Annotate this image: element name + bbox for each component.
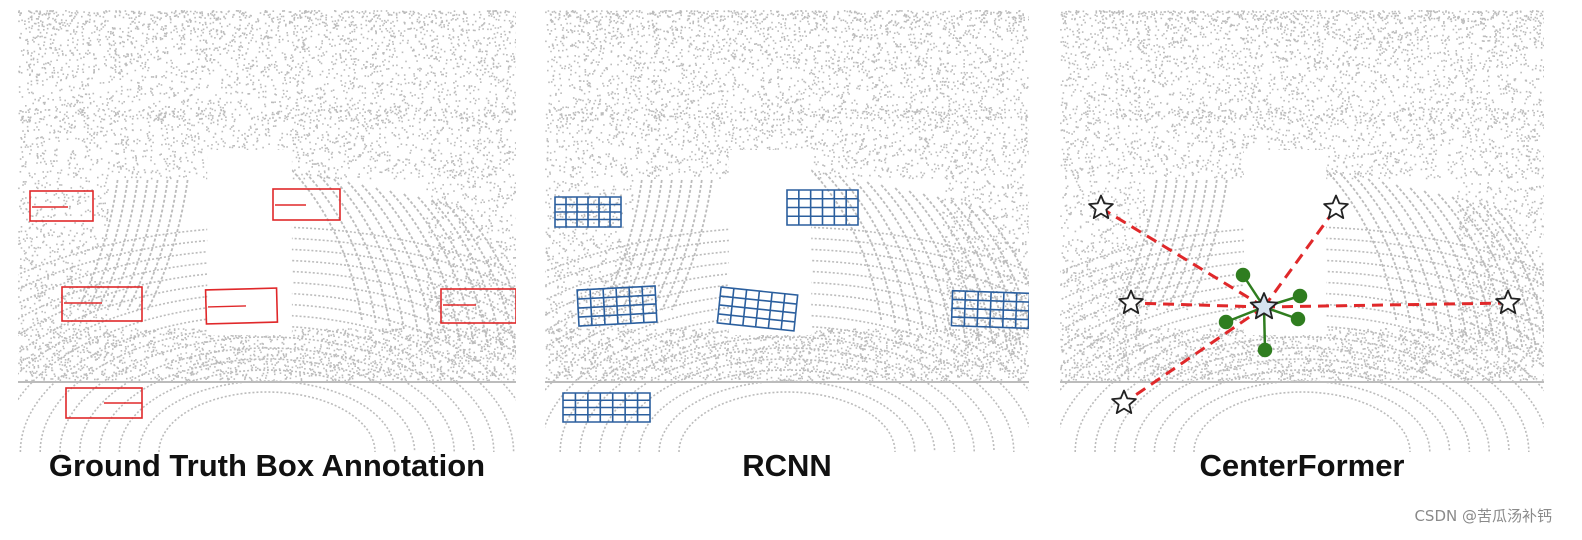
attention-line — [1263, 301, 1509, 309]
attention-line — [1100, 206, 1265, 309]
star-icon — [1088, 194, 1114, 220]
watermark: CSDN @苦瓜汤补钙 — [1414, 507, 1552, 525]
star-icon — [1323, 194, 1349, 220]
caption-rcnn: RCNN — [742, 448, 832, 483]
ground-truth-scene — [18, 10, 516, 452]
attention-line — [1123, 305, 1265, 405]
dot-icon — [1292, 288, 1308, 304]
attention-lines — [1100, 206, 1509, 405]
rcnn-grid — [554, 196, 622, 228]
star-icon — [1118, 289, 1144, 315]
attention-line — [1262, 207, 1338, 308]
gt-box — [65, 387, 143, 419]
rcnn-grid — [950, 289, 1029, 330]
caption-ground-truth: Ground Truth Box Annotation — [48, 448, 486, 483]
dot-icon — [1218, 314, 1234, 330]
gt-box — [272, 188, 341, 221]
panel-rcnn — [545, 10, 1029, 452]
dot-icon — [1290, 311, 1306, 327]
dot-icon — [1235, 267, 1251, 283]
rcnn-grid — [562, 392, 651, 423]
gt-box — [440, 288, 516, 324]
panel-ground-truth — [18, 10, 516, 452]
dot-icon — [1257, 342, 1273, 358]
gt-box — [61, 286, 143, 322]
point-cloud — [1060, 10, 1544, 452]
rcnn-scene — [545, 10, 1029, 452]
rcnn-grid — [576, 285, 658, 327]
attention-line — [1130, 301, 1265, 309]
star-icon — [1495, 289, 1521, 315]
point-cloud — [545, 10, 1029, 452]
centerformer-scene — [1060, 10, 1544, 452]
gt-box — [29, 190, 94, 222]
rcnn-grid — [786, 189, 859, 226]
star-icon — [1111, 389, 1137, 415]
rcnn-grid — [716, 286, 799, 332]
center-star-icon — [1249, 292, 1279, 320]
panel-centerformer — [1060, 10, 1544, 452]
point-cloud — [18, 10, 516, 452]
object-stars — [1088, 194, 1521, 415]
gt-box — [204, 287, 279, 325]
gt-boxes — [29, 188, 516, 419]
caption-centerformer: CenterFormer — [1199, 448, 1405, 483]
